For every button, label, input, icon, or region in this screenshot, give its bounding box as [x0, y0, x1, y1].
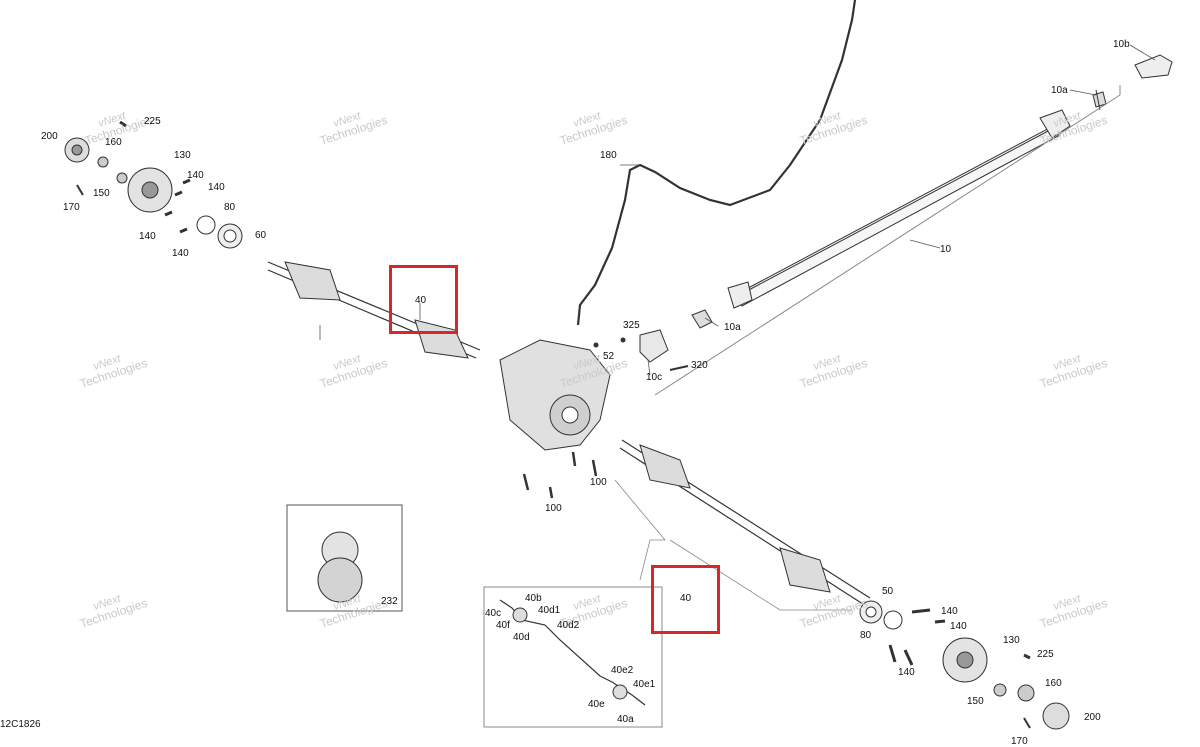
- part-label[interactable]: 80: [860, 630, 872, 641]
- part-label[interactable]: 140: [139, 231, 156, 242]
- part-label[interactable]: 140: [898, 667, 915, 678]
- part-label[interactable]: 60: [255, 230, 267, 241]
- part-label[interactable]: 40d1: [538, 605, 561, 616]
- part-label[interactable]: 40e: [588, 699, 605, 710]
- yoke-10c: [639, 329, 669, 363]
- propeller-shaft: [734, 124, 1061, 307]
- part-label[interactable]: 40d: [513, 632, 530, 643]
- part-label[interactable]: 52: [603, 351, 615, 362]
- part-label[interactable]: 170: [63, 202, 80, 213]
- left-washer-160: [97, 156, 109, 168]
- left-ring-80: [196, 215, 216, 235]
- part-label[interactable]: 10: [940, 244, 952, 255]
- part-label[interactable]: 100: [545, 503, 562, 514]
- part-label[interactable]: 10a: [724, 322, 741, 333]
- part-label[interactable]: 40a: [617, 714, 634, 725]
- axle-subassembly-box: [483, 586, 663, 728]
- part-label[interactable]: 40c: [485, 608, 502, 619]
- part-label[interactable]: 40e2: [611, 665, 634, 676]
- part-label[interactable]: 140: [172, 248, 189, 259]
- part-label[interactable]: 40e1: [633, 679, 656, 690]
- yoke-10b: [1134, 54, 1173, 79]
- right-washer-150: [993, 683, 1007, 697]
- part-label[interactable]: 40: [415, 295, 427, 306]
- diagram-code: 12C1826: [0, 719, 41, 730]
- part-label[interactable]: 150: [967, 696, 984, 707]
- inset-box-232: [286, 504, 403, 612]
- part-label[interactable]: 100: [590, 477, 607, 488]
- part-label[interactable]: 140: [941, 606, 958, 617]
- part-label[interactable]: 160: [105, 137, 122, 148]
- part-label[interactable]: 130: [174, 150, 191, 161]
- part-label[interactable]: 140: [187, 170, 204, 181]
- part-label[interactable]: 10a: [1051, 85, 1068, 96]
- right-axle-boot-inner: [639, 444, 691, 489]
- right-hub-200: [1042, 702, 1070, 730]
- highlight-box-left-axle[interactable]: [389, 265, 458, 334]
- ujoint-10a-mid: [691, 309, 713, 329]
- part-label[interactable]: 50: [882, 586, 894, 597]
- part-label[interactable]: 200: [1084, 712, 1101, 723]
- part-label[interactable]: 10b: [1113, 39, 1130, 50]
- part-label[interactable]: 180: [600, 150, 617, 161]
- part-label[interactable]: 232: [381, 596, 398, 607]
- right-washer-160: [1017, 684, 1035, 702]
- part-label[interactable]: 140: [208, 182, 225, 193]
- part-label[interactable]: 320: [691, 360, 708, 371]
- part-label[interactable]: 200: [41, 131, 58, 142]
- right-ring-80: [883, 610, 903, 630]
- part-label[interactable]: 80: [224, 202, 236, 213]
- part-label[interactable]: 225: [144, 116, 161, 127]
- part-label[interactable]: 225: [1037, 649, 1054, 660]
- part-label[interactable]: 150: [93, 188, 110, 199]
- part-label[interactable]: 40b: [525, 593, 542, 604]
- part-label[interactable]: 130: [1003, 635, 1020, 646]
- part-label[interactable]: 325: [623, 320, 640, 331]
- part-label[interactable]: 40d2: [557, 620, 580, 631]
- right-axle-boot-outer: [779, 547, 831, 593]
- front-differential: [499, 339, 611, 451]
- left-axle-boot-inner: [414, 319, 469, 359]
- brake-line: [576, 0, 857, 326]
- part-label[interactable]: 170: [1011, 736, 1028, 747]
- part-label[interactable]: 10c: [646, 372, 663, 383]
- highlight-box-axle-subassembly[interactable]: [651, 565, 720, 634]
- left-washer-150: [116, 172, 128, 184]
- left-axle-boot-outer: [284, 261, 341, 301]
- part-label[interactable]: 160: [1045, 678, 1062, 689]
- part-label[interactable]: 140: [950, 621, 967, 632]
- part-label[interactable]: 40: [680, 593, 692, 604]
- part-label[interactable]: 40f: [496, 620, 510, 631]
